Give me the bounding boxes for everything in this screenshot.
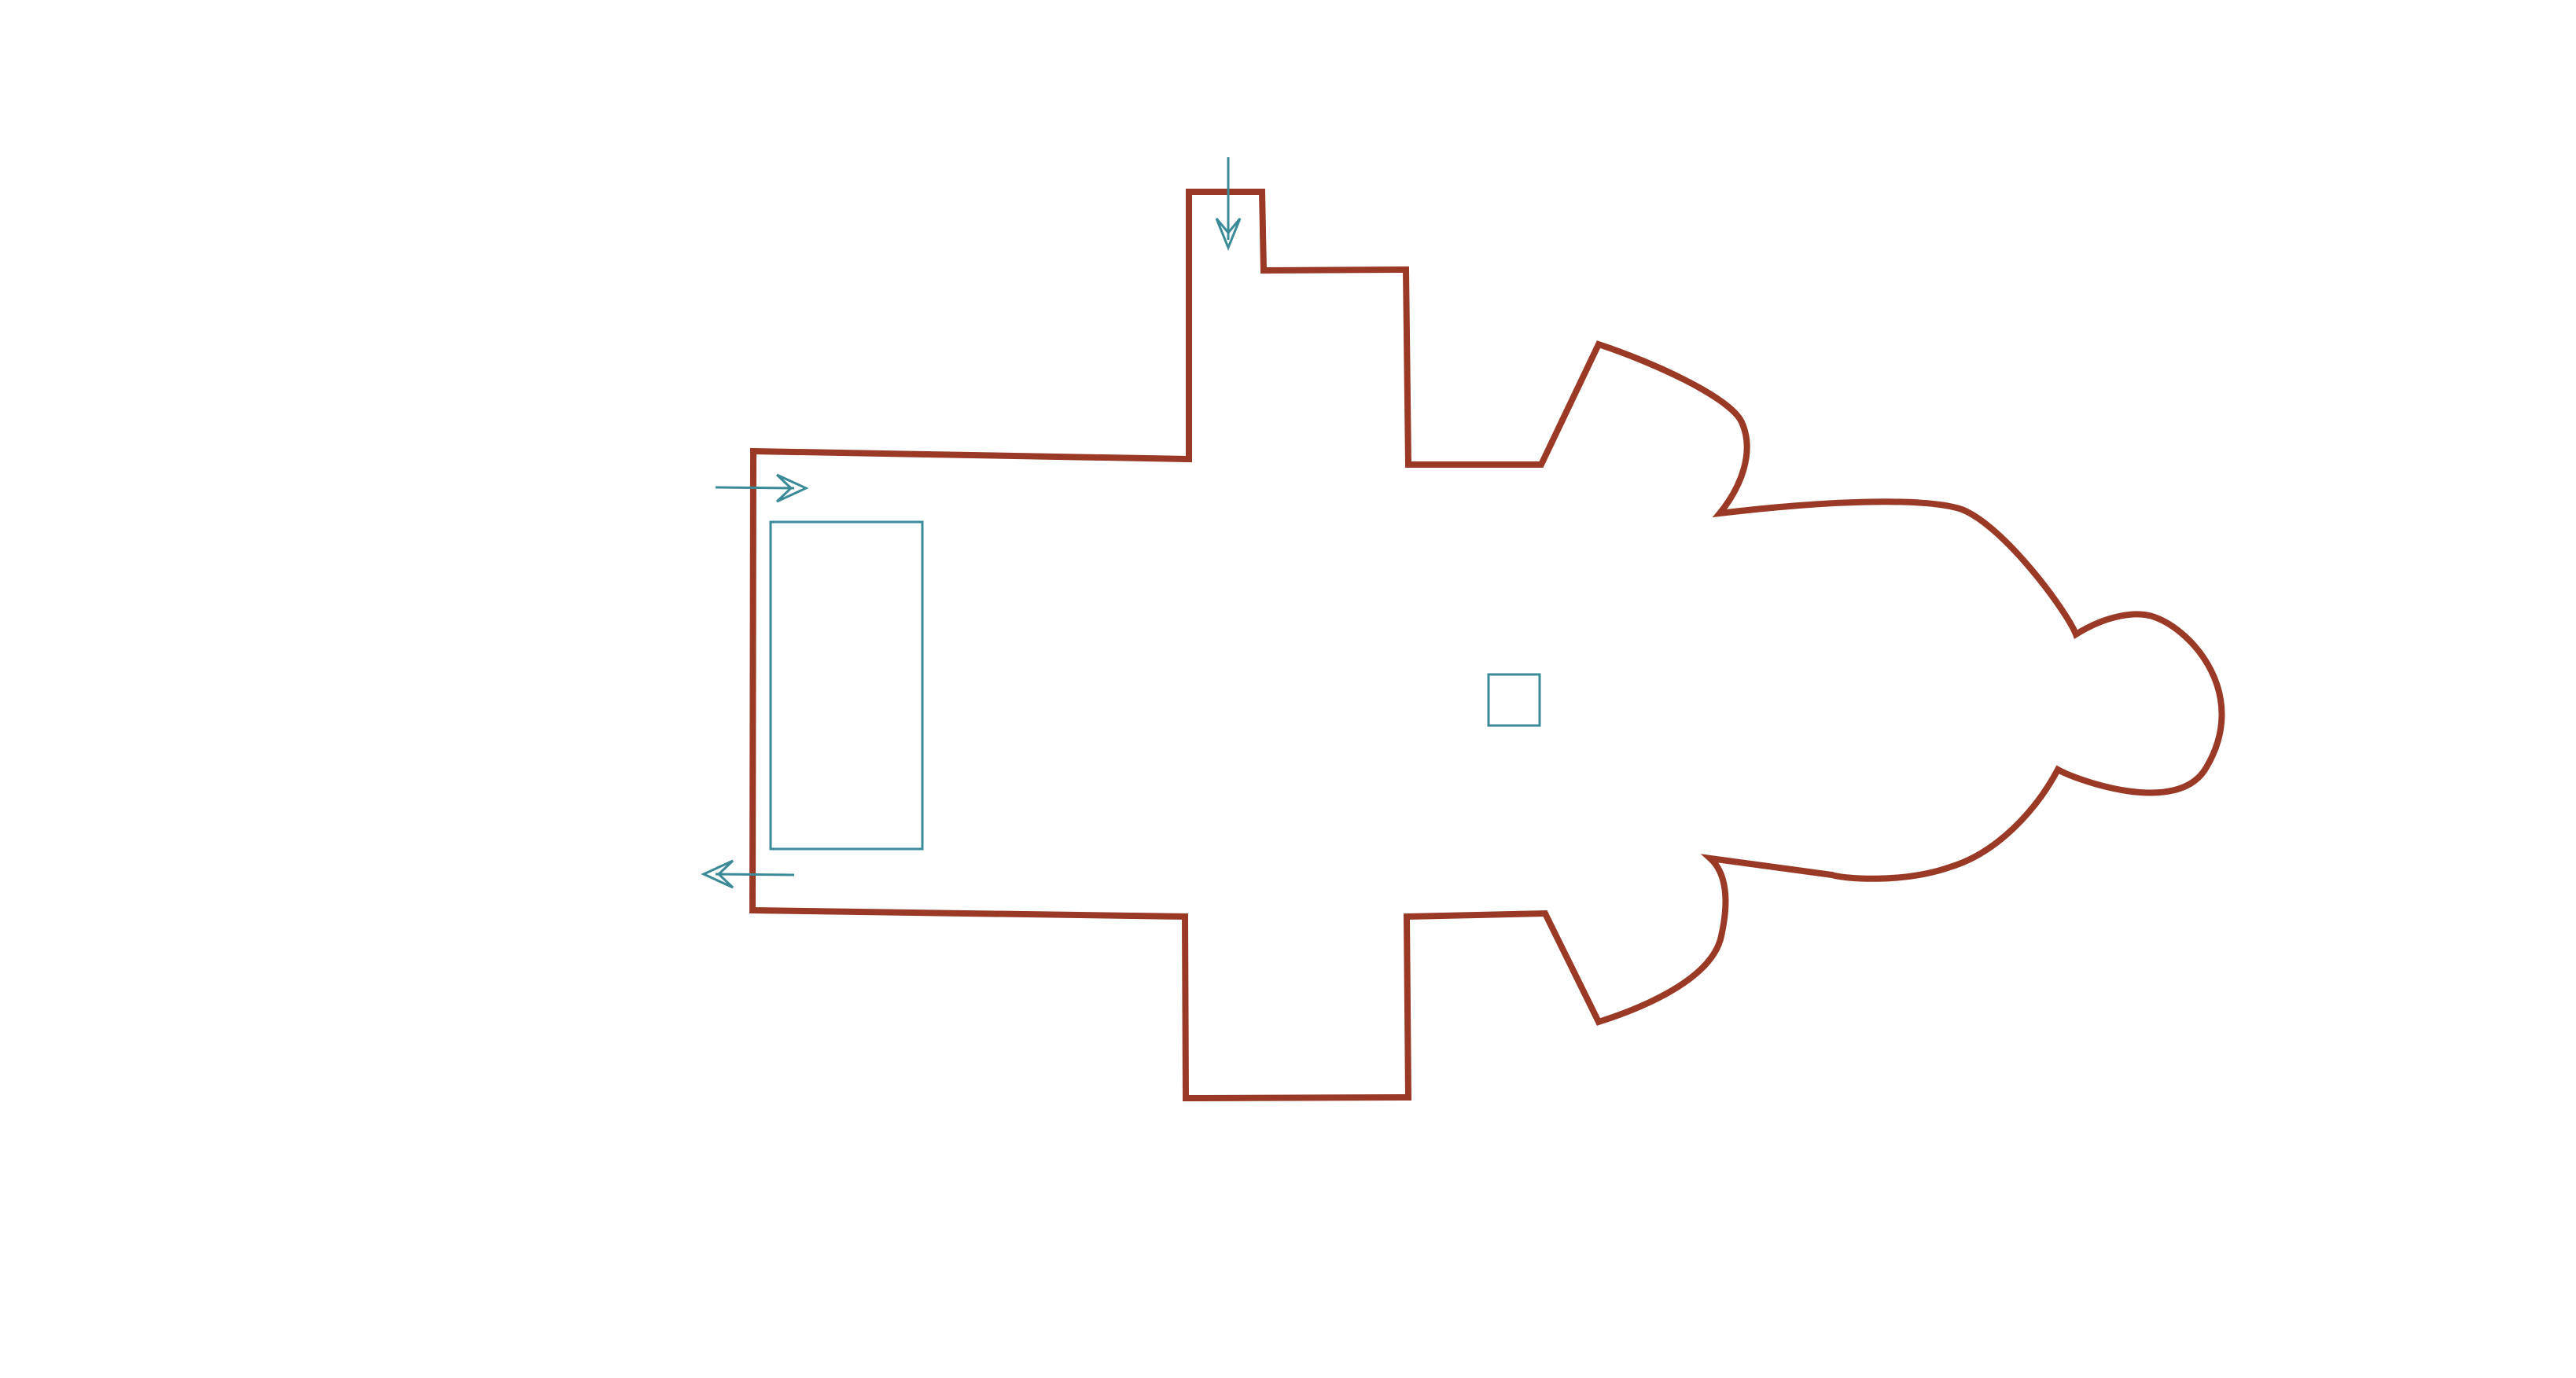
- arrow-shaft: [715, 486, 795, 490]
- rectangular-zone: [769, 520, 924, 851]
- entry-arrow-left: [715, 473, 809, 503]
- small-square-marker: [1487, 673, 1541, 727]
- building-outline: [749, 189, 2225, 1102]
- exit-arrow-left: [701, 859, 795, 889]
- arrowhead-icon: [1215, 218, 1242, 251]
- arrowhead-icon: [701, 859, 734, 889]
- arrow-shaft: [715, 873, 795, 876]
- entry-arrow-top: [1215, 157, 1242, 251]
- arrowhead-icon: [775, 473, 809, 503]
